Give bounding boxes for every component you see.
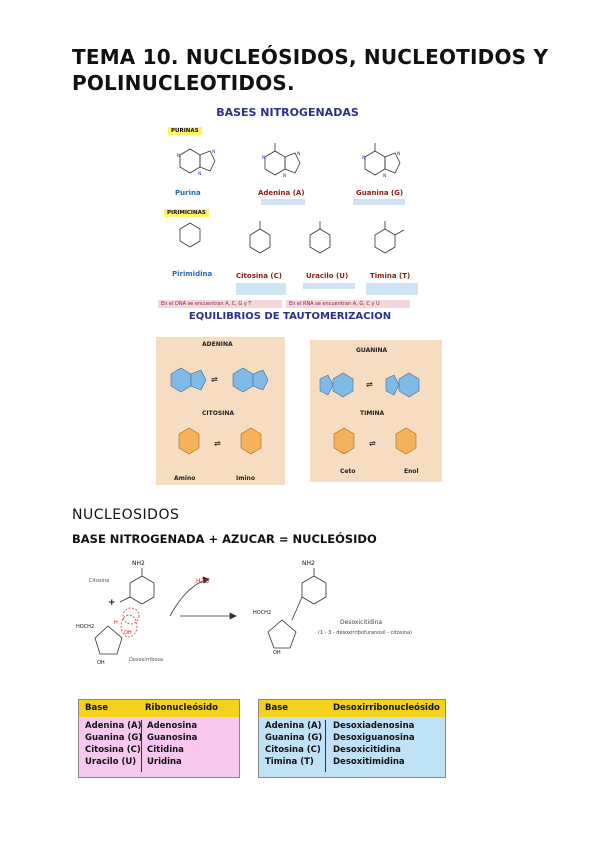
- desoxirribonucleosido-table: Base Desoxirribonucleósido Adenina (A) D…: [258, 699, 446, 778]
- timina-tautomer-figure: ⇌: [333, 427, 417, 455]
- table-row: Guanina (G): [265, 733, 323, 743]
- water-label: H2O: [196, 578, 210, 585]
- ribonucleosido-table-body: Adenina (A) Adenosina Guanina (G) Guanos…: [79, 717, 239, 777]
- nucleosido-equation: BASE NITROGENADA + AZUCAR = NUCLEÓSIDO: [72, 532, 377, 546]
- ceto-label: Ceto: [340, 468, 356, 475]
- svg-text:⇌: ⇌: [211, 375, 218, 384]
- svg-text:N: N: [177, 153, 180, 159]
- enol-label: Enol: [404, 468, 419, 475]
- citosina-tautomer-label: CITOSINA: [202, 410, 235, 417]
- adenina-label: Adenina (A): [258, 189, 305, 197]
- desoxirribonucleosido-table-body: Adenina (A) Desoxiadenosina Guanina (G) …: [259, 717, 445, 777]
- tautomer-heading: EQUILIBRIOS DE TAUTOMERIZACION: [188, 311, 392, 322]
- product-name: Desoxicitidina: [340, 619, 383, 626]
- table-row: Desoxicitidina: [333, 745, 401, 755]
- reactant-h: H: [114, 620, 118, 626]
- citosina-reaction-label: Citosina: [89, 578, 110, 584]
- product-nh2: NH2: [302, 560, 315, 567]
- adenina-note: [261, 199, 305, 205]
- amino-label: Amino: [174, 475, 196, 482]
- pirimidina-label: Pirimidina: [172, 270, 213, 278]
- pirimidinas-tag: PIRIMICINAS: [164, 209, 209, 217]
- adenina-citosina-panel: ADENINA ⇌ CITOSINA ⇌ Amino Imino: [156, 337, 285, 485]
- table-row: Guanosina: [147, 733, 198, 743]
- table-row: Citosina (C): [265, 745, 321, 755]
- timina-tautomer-label: TIMINA: [360, 410, 385, 417]
- table-row: Timina (T): [265, 757, 314, 767]
- svg-text:N: N: [362, 155, 365, 161]
- nucleosidos-heading: NUCLEOSIDOS: [72, 507, 180, 523]
- nucleoside-formation-figure: [94, 568, 327, 655]
- imino-label: Imino: [236, 475, 255, 482]
- deoxy-col-nucleosido: Desoxirribonucleósido: [333, 703, 440, 713]
- deoxy-col-base: Base: [265, 703, 289, 713]
- reactant-oh: OH: [124, 630, 132, 636]
- reactant-nh2: NH2: [132, 560, 145, 567]
- guanina-tautomer-label: GUANINA: [356, 347, 388, 354]
- timina-label: Timina (T): [370, 272, 411, 280]
- ribonucleosido-table-header: Base Ribonucleósido: [79, 700, 239, 717]
- product-oh: OH: [273, 650, 281, 656]
- timina-note: [366, 283, 418, 295]
- table-row: Adenina (A): [265, 721, 322, 731]
- svg-text:N: N: [397, 151, 400, 157]
- bases-heading: BASES NITROGENADAS: [216, 106, 359, 119]
- adenina-tautomer-figure: ⇌: [170, 367, 269, 393]
- purinas-tag: PURINAS: [168, 127, 202, 135]
- citosina-label: Citosina (C): [236, 272, 282, 280]
- svg-text:⇌: ⇌: [214, 439, 221, 448]
- uracilo-label: Uracilo (U): [306, 272, 349, 280]
- ribo-col-base: Base: [85, 703, 109, 713]
- dna-banner: En el DNA se encuentran A, C, G y T: [158, 300, 282, 308]
- table-row: Desoxitimidina: [333, 757, 405, 767]
- purine-structures-figure: N N N N N N N N N: [177, 143, 401, 179]
- table-row: Desoxiguanosina: [333, 733, 415, 743]
- guanina-label: Guanina (G): [356, 189, 404, 197]
- table-row: Uracilo (U): [85, 757, 137, 767]
- svg-text:N: N: [262, 155, 265, 161]
- svg-text:N: N: [297, 151, 300, 157]
- svg-text:N: N: [198, 171, 201, 177]
- uracilo-note: [303, 283, 355, 289]
- ribo-col-nucleosido: Ribonucleósido: [145, 703, 218, 713]
- guanina-timina-panel: GUANINA ⇌ TIMINA ⇌ Ceto Enol: [310, 340, 442, 482]
- svg-text:N: N: [383, 173, 386, 179]
- citosina-note: [236, 283, 286, 295]
- product-hoch2: HOCH2: [253, 610, 272, 616]
- ribonucleosido-table: Base Ribonucleósido Adenina (A) Adenosin…: [78, 699, 240, 778]
- guanina-note: [353, 199, 405, 205]
- svg-text:N: N: [212, 149, 215, 155]
- guanina-tautomer-figure: ⇌: [319, 372, 420, 398]
- table-row: Adenosina: [147, 721, 198, 731]
- svg-text:N: N: [283, 173, 286, 179]
- page-title: TEMA 10. NUCLEÓSIDOS, NUCLEOTIDOS Y POLI…: [72, 45, 549, 95]
- purina-label: Purina: [175, 189, 201, 197]
- table-row: Desoxiadenosina: [333, 721, 415, 731]
- desoxirribosa-label: Desoxirribosa: [129, 657, 164, 663]
- product-fullname: (1 - 3 - desoxirribofuranosil - citosina…: [318, 630, 413, 636]
- adenina-tautomer-label: ADENINA: [202, 341, 233, 348]
- citosina-tautomer-figure: ⇌: [178, 427, 262, 455]
- reactant-hoch2: HOCH2: [76, 624, 95, 630]
- reactant-sugar-oh: OH: [97, 660, 105, 666]
- pyrimidine-structures-figure: [179, 221, 405, 254]
- table-row: Adenina (A): [85, 721, 142, 731]
- table-row: Citosina (C): [85, 745, 141, 755]
- desoxirribonucleosido-table-header: Base Desoxirribonucleósido: [259, 700, 445, 717]
- table-row: Guanina (G): [85, 733, 143, 743]
- svg-text:⇌: ⇌: [369, 439, 376, 448]
- reaction-plus: +: [108, 598, 116, 608]
- rna-banner: En el RNA se encuentran A, G, C y U: [286, 300, 410, 308]
- svg-text:⇌: ⇌: [366, 380, 373, 389]
- table-row: Uridina: [147, 757, 182, 767]
- table-row: Citidina: [147, 745, 184, 755]
